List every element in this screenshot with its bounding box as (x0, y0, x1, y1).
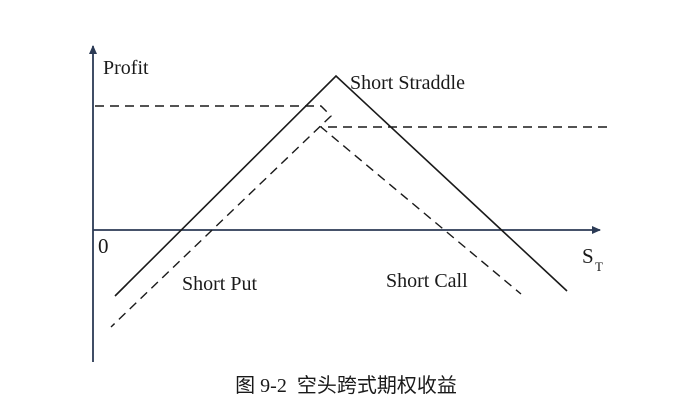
short-put-line (95, 105, 333, 328)
short-straddle-label: Short Straddle (350, 72, 465, 94)
figure-caption: 图 9-2 空头跨式期权收益 (235, 374, 457, 397)
x-axis-label: S (582, 244, 594, 268)
origin-label: 0 (98, 234, 109, 258)
y-axis-label: Profit (103, 57, 149, 79)
x-axis-label-subscript: T (595, 259, 603, 274)
short-put-label: Short Put (182, 273, 257, 295)
short-straddle-line (114, 74, 568, 297)
short-call-label: Short Call (386, 270, 468, 292)
short-call-line (319, 126, 607, 295)
